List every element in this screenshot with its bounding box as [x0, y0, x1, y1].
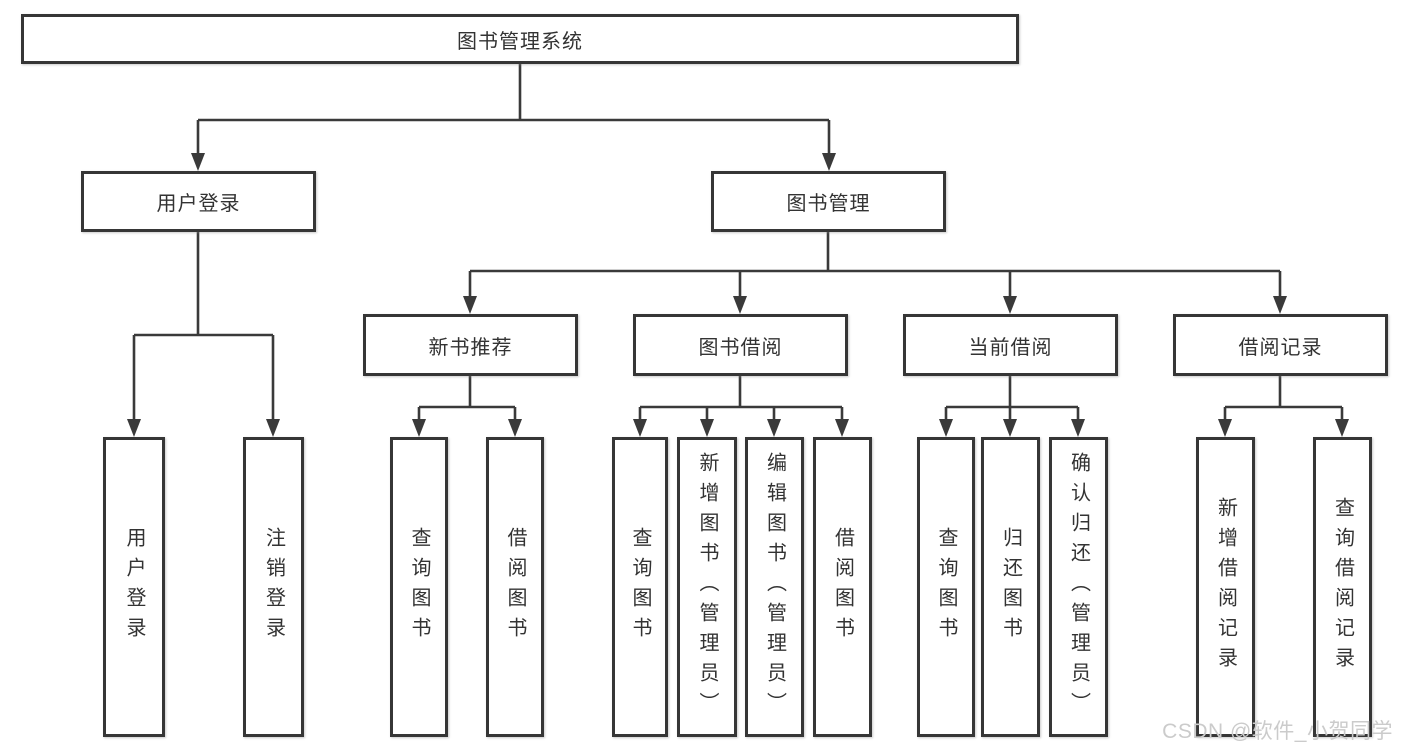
leaf-newrec-borrow-books: 借阅图书 — [486, 437, 544, 737]
connector-new-book-rec-to-leaves — [412, 376, 522, 437]
leaf-borrowing-borrow-books: 借阅图书 — [813, 437, 872, 737]
node-label: 图书借阅 — [698, 336, 783, 359]
arrowhead — [1218, 419, 1232, 437]
node-label: 新增图书（管理员） — [696, 452, 718, 722]
watermark: CSDN @软件_小贺同学 — [1162, 720, 1393, 743]
leaf-records-query-record: 查询借阅记录 — [1313, 437, 1372, 737]
node-label: 借阅记录 — [1238, 336, 1323, 359]
leaf-borrowing-edit-books-admin: 编辑图书（管理员） — [745, 437, 804, 737]
node-new-book-recommendation: 新书推荐 — [363, 314, 578, 376]
leaf-borrowing-query-books: 查询图书 — [612, 437, 668, 737]
arrowhead — [508, 419, 522, 437]
arrowhead — [1071, 419, 1085, 437]
node-label: 查询图书 — [408, 527, 430, 647]
arrowhead — [266, 419, 280, 437]
node-library-management-system: 图书管理系统 — [21, 14, 1019, 64]
node-label: 新书推荐 — [428, 336, 513, 359]
arrowhead — [733, 296, 747, 314]
node-label: 查询借阅记录 — [1331, 497, 1354, 677]
node-label: 归还图书 — [999, 527, 1022, 647]
connector-current-borrow-to-leaves — [939, 376, 1085, 437]
arrowhead — [700, 419, 714, 437]
node-label: 用户登录 — [156, 193, 241, 215]
node-label: 注销登录 — [262, 527, 285, 647]
node-label: 查询图书 — [629, 527, 651, 647]
node-current-borrowing: 当前借阅 — [903, 314, 1118, 376]
connector-user-login-to-leaves — [127, 232, 280, 437]
leaf-current-return-books: 归还图书 — [981, 437, 1040, 737]
connector-book-mgmt-to-level3 — [463, 232, 1287, 314]
leaf-logout: 注销登录 — [243, 437, 304, 737]
arrowhead — [463, 296, 477, 314]
node-label: 当前借阅 — [968, 336, 1053, 359]
arrowhead — [191, 153, 205, 171]
node-label: 新增借阅记录 — [1214, 497, 1237, 677]
node-label: 确认归还（管理员） — [1067, 452, 1090, 722]
arrowhead — [127, 419, 141, 437]
leaf-current-query-books: 查询图书 — [917, 437, 975, 737]
node-label: 编辑图书（管理员） — [763, 452, 786, 722]
node-label: 图书管理系统 — [457, 30, 583, 53]
arrowhead — [939, 419, 953, 437]
connector-book-borrow-to-leaves — [633, 376, 849, 437]
arrowhead — [1273, 296, 1287, 314]
arrowhead — [835, 419, 849, 437]
node-label: 用户登录 — [123, 527, 145, 647]
node-book-borrowing: 图书借阅 — [633, 314, 848, 376]
leaf-current-confirm-return-admin: 确认归还（管理员） — [1049, 437, 1108, 737]
arrowhead — [633, 419, 647, 437]
node-borrowing-records: 借阅记录 — [1173, 314, 1388, 376]
node-book-management: 图书管理 — [711, 171, 946, 232]
node-label: 图书管理 — [786, 193, 871, 215]
connector-root-to-level2 — [191, 64, 836, 171]
node-label: 查询图书 — [935, 527, 957, 647]
leaf-newrec-query-books: 查询图书 — [390, 437, 448, 737]
arrowhead — [412, 419, 426, 437]
node-label: 借阅图书 — [504, 527, 526, 647]
arrowhead — [822, 153, 836, 171]
node-user-login: 用户登录 — [81, 171, 316, 232]
leaf-borrowing-add-books-admin: 新增图书（管理员） — [677, 437, 737, 737]
arrowhead — [1335, 419, 1349, 437]
leaf-records-add-record: 新增借阅记录 — [1196, 437, 1255, 737]
node-label: 借阅图书 — [831, 527, 854, 647]
connector-borrow-record-to-leaves — [1218, 376, 1349, 437]
leaf-user-login: 用户登录 — [103, 437, 165, 737]
arrowhead — [1003, 296, 1017, 314]
arrowhead — [767, 419, 781, 437]
arrowhead — [1003, 419, 1017, 437]
